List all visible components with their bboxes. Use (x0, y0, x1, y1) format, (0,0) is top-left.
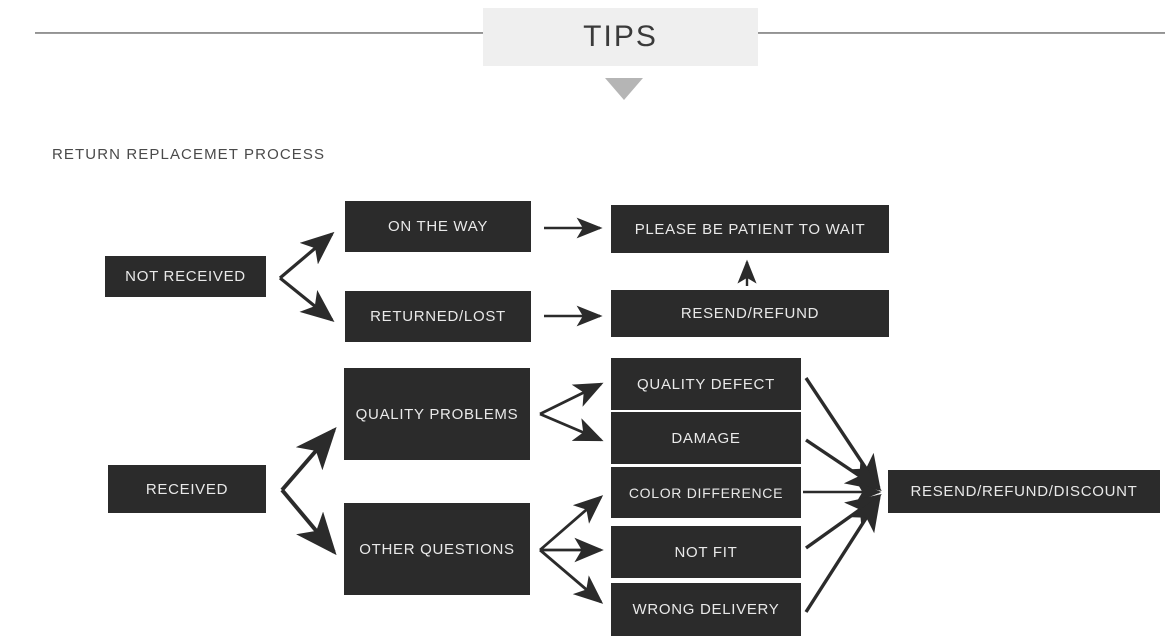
node-resend-refund-discount[interactable]: RESEND/REFUND/DISCOUNT (888, 470, 1160, 513)
triangle-down-icon (605, 78, 643, 100)
node-returned-lost[interactable]: RETURNED/LOST (345, 291, 531, 342)
section-title: RETURN REPLACEMET PROCESS (52, 146, 326, 163)
edge-other-questions-to-color-difference (539, 495, 604, 552)
node-damage[interactable]: DAMAGE (611, 412, 801, 464)
node-resend-refund[interactable]: RESEND/REFUND (611, 290, 889, 337)
edge-quality-problems-to-damage (539, 412, 604, 442)
node-quality-defect[interactable]: QUALITY DEFECT (611, 358, 801, 410)
tips-banner: TIPS (483, 8, 758, 66)
edge-damage-to-final (805, 438, 882, 491)
edge-not-received-to-returned-lost (278, 276, 335, 323)
node-quality-problems[interactable]: QUALITY PROBLEMS (344, 368, 530, 460)
node-on-the-way[interactable]: ON THE WAY (345, 201, 531, 252)
node-not-received[interactable]: NOT RECEIVED (105, 256, 266, 297)
edge-quality-defect-to-final (804, 377, 881, 491)
node-not-fit[interactable]: NOT FIT (611, 526, 801, 578)
node-other-questions[interactable]: OTHER QUESTIONS (344, 503, 530, 595)
node-received[interactable]: RECEIVED (108, 465, 266, 513)
node-color-difference[interactable]: COLOR DIFFERENCE (611, 467, 801, 518)
edge-not-received-to-on-the-way (278, 231, 335, 280)
tips-title: TIPS (583, 20, 658, 53)
edge-not-fit-to-final (805, 494, 882, 550)
edge-received-to-quality-problems (280, 426, 337, 492)
edge-received-to-other-questions (280, 488, 337, 556)
node-wrong-delivery[interactable]: WRONG DELIVERY (611, 583, 801, 636)
edge-wrong-delivery-to-final (804, 495, 881, 613)
edge-quality-problems-to-quality-defect (539, 382, 604, 416)
node-please-be-patient-to-wait[interactable]: PLEASE BE PATIENT TO WAIT (611, 205, 889, 253)
edge-other-questions-to-wrong-delivery (539, 548, 604, 604)
